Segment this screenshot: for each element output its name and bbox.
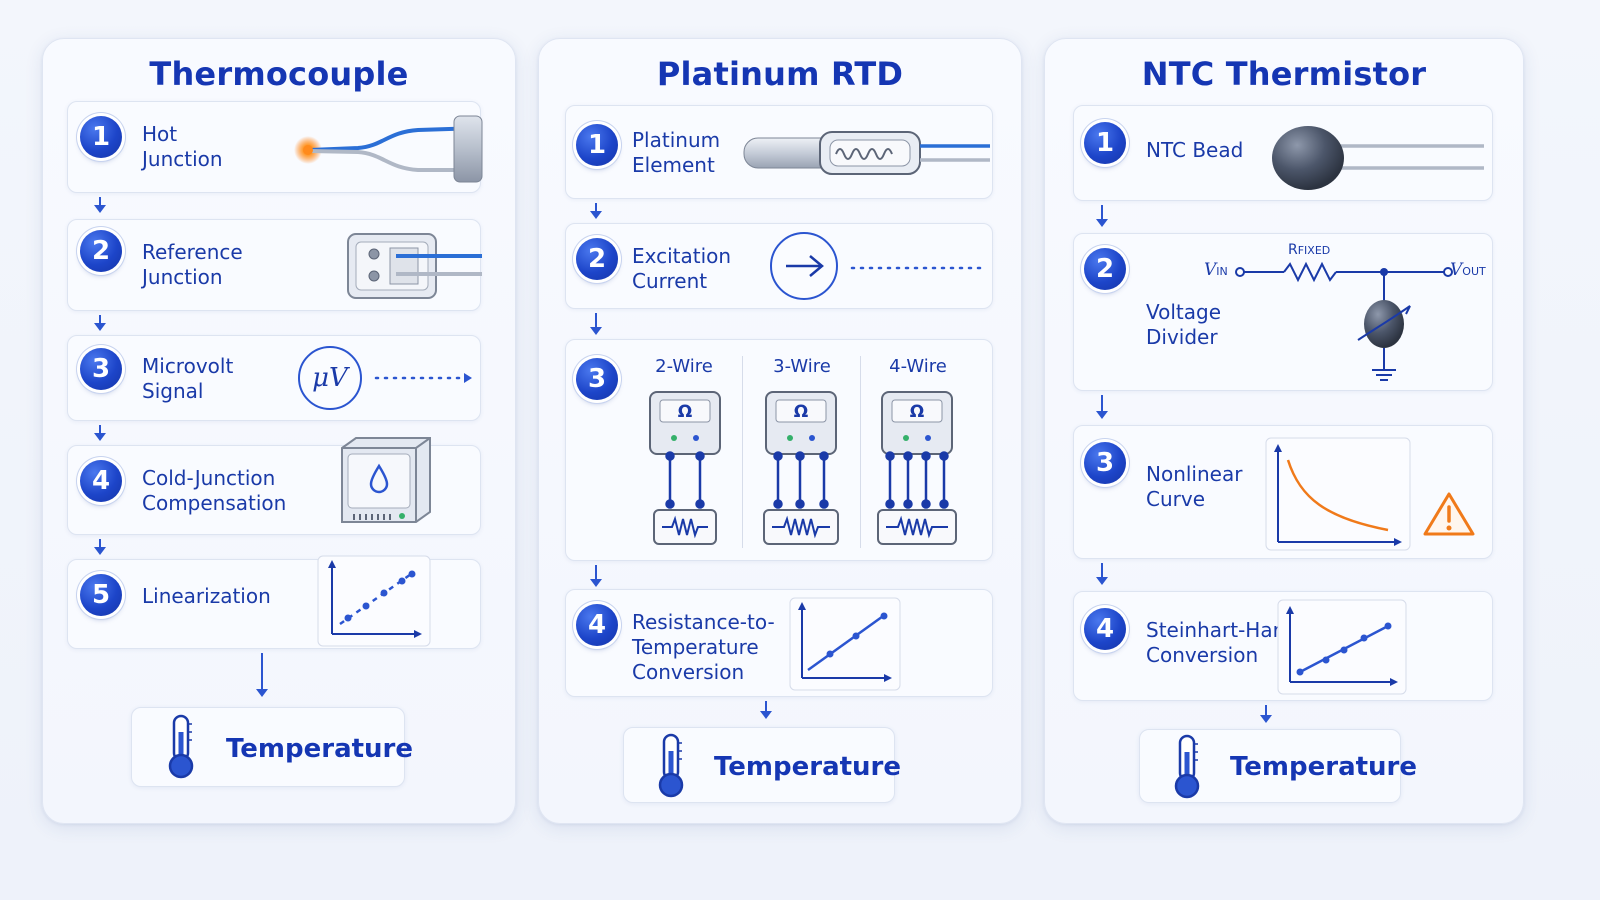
step-number-badge: 4 [576,604,618,646]
current-source-icon [770,232,838,300]
step-excitation-current: 2 Excitation Current [565,223,993,309]
flow-arrow [94,315,106,331]
step-wire-configuration: 3 2-Wire 3-Wire 4-Wire Ω [565,339,993,561]
step-linearization: 5 Linearization [67,555,481,649]
thermometer-icon [658,733,684,798]
warning-icon [1423,492,1475,536]
step-number-badge: 3 [576,358,618,400]
linear-graph-icon [1277,599,1407,695]
step-label: Steinhart-Hart Conversion [1146,618,1289,667]
flow-arrow [1260,705,1272,723]
voltage-divider-schematic [1235,261,1453,381]
step-label: Excitation Current [632,244,732,293]
temperature-label: Temperature [226,734,414,764]
flow-arrow [1096,563,1108,585]
step-label: Voltage Divider [1146,300,1222,349]
step-label: Platinum Element [632,128,721,177]
step-resistance-conversion: 4 Resistance-to- Temperature Conversion [565,589,993,697]
flow-arrow [1096,395,1108,419]
flow-arrow [94,425,106,441]
step-ntc-bead: 1 NTC Bead [1073,105,1493,201]
wire-config-label: 4-Wire [889,356,947,377]
microvolt-meter-icon: μV [298,346,362,410]
dotted-signal-arrow [374,373,472,383]
step-number-badge: 2 [576,238,618,280]
cjc-module-icon [341,437,431,523]
vin-label: VIN [1204,260,1228,280]
rfixed-label: RFIXED [1288,242,1331,258]
ntc-bead-icon [1272,126,1484,190]
step-number-badge: 3 [80,348,122,390]
flow-arrow [94,197,106,213]
thermometer-icon [168,714,194,779]
linear-graph-icon [317,555,431,647]
output-temperature: Temperature [131,707,413,787]
wire-config-label: 3-Wire [773,356,831,377]
vout-label: VOUT [1450,260,1486,280]
ohm-symbol: Ω [677,402,693,422]
thermocouple-probe-icon [294,115,483,183]
flow-arrow [760,701,772,719]
panel-title: Platinum RTD [656,55,904,93]
panel-title: Thermocouple [149,55,409,93]
terminal-block-icon [347,233,482,299]
flow-arrow [1096,205,1108,227]
thermocouple-panel: Thermocouple 1 Hot Junction [42,38,516,824]
flow-arrow [94,539,106,555]
step-number-badge: 3 [1084,442,1126,484]
panel-title: NTC Thermistor [1141,55,1427,93]
step-number-badge: 1 [576,124,618,166]
output-temperature: Temperature [1139,729,1417,803]
flow-arrow [256,653,268,697]
step-number-badge: 4 [1084,608,1126,650]
step-label: Microvolt Signal [142,354,234,403]
step-voltage-divider: 2 Voltage Divider VIN RFIXED VOUT [1073,233,1493,391]
three-wire-meter-icon [763,391,839,545]
ohm-symbol: Ω [793,402,809,422]
two-wire-meter-icon [649,391,721,545]
step-number-badge: 4 [80,460,122,502]
flow-arrow [590,565,602,587]
step-microvolt-signal: 3 Microvolt Signal μV [67,335,481,421]
flow-arrow [590,313,602,335]
step-label: NTC Bead [1146,138,1244,162]
step-hot-junction: 1 Hot Junction [67,101,483,193]
flow-arrow [590,203,602,219]
step-number-badge: 1 [80,116,122,158]
ohm-symbol: Ω [909,402,925,422]
step-label: Hot Junction [142,122,223,171]
step-label: Linearization [142,584,271,608]
step-nonlinear-curve: 3 Nonlinear Curve [1073,425,1493,559]
four-wire-meter-icon [877,391,957,545]
step-label: Resistance-to- Temperature Conversion [632,610,775,684]
dotted-current-line [850,266,988,270]
step-number-badge: 2 [80,230,122,272]
step-number-badge: 1 [1084,122,1126,164]
step-steinhart-hart: 4 Steinhart-Hart Conversion [1073,591,1493,701]
microvolt-symbol: μV [312,363,348,393]
rtd-panel: Platinum RTD 1 Platinum Element 2 Excita… [538,38,1022,824]
step-label: Nonlinear Curve [1146,462,1243,511]
wire-config-label: 2-Wire [655,356,713,377]
nonlinear-graph-icon [1265,437,1411,551]
output-temperature: Temperature [623,727,901,803]
temperature-label: Temperature [1230,752,1418,782]
thermometer-icon [1174,734,1200,799]
step-platinum-element: 1 Platinum Element [565,105,993,199]
step-cold-junction-compensation: 4 Cold-Junction Compensation [67,437,481,535]
temperature-label: Temperature [714,752,902,782]
step-number-badge: 5 [80,574,122,616]
step-label: Cold-Junction Compensation [142,466,287,515]
rtd-probe-icon [743,131,990,175]
step-reference-junction: 2 Reference Junction [67,219,482,311]
step-label: Reference Junction [142,240,243,289]
step-number-badge: 2 [1084,248,1126,290]
divider [860,356,861,548]
linear-graph-icon [789,597,901,691]
ntc-panel: NTC Thermistor 1 NTC Bead 2 Voltage Divi… [1044,38,1524,824]
divider [742,356,743,548]
